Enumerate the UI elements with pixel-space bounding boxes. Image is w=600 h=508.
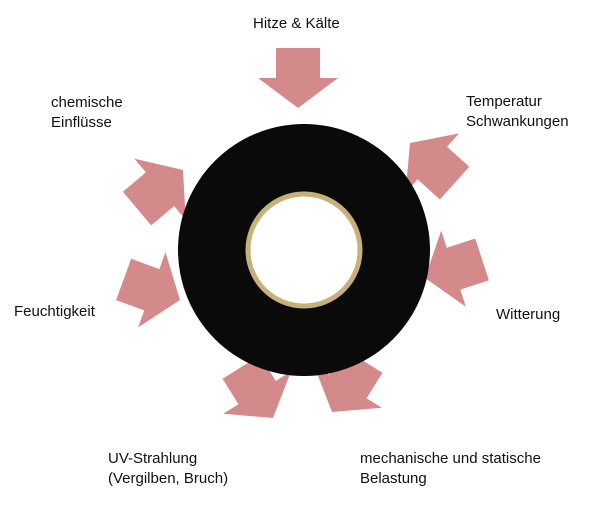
- label-temperature-fluctuations: Temperatur Schwankungen: [466, 93, 569, 130]
- label-weathering: Witterung: [496, 306, 561, 323]
- label-mechanical-static-load: mechanische und statische Belastung: [360, 450, 541, 487]
- label-uv-radiation: UV-Strahlung (Vergilben, Bruch): [108, 450, 229, 487]
- label-heat-cold: Hitze & Kälte: [253, 15, 340, 32]
- ring-inner: [245, 191, 363, 309]
- arrow-heat-cold: [258, 48, 338, 108]
- label-moisture: Feuchtigkeit: [14, 303, 95, 320]
- label-chemical-influences: chemische Einflüsse: [51, 94, 123, 131]
